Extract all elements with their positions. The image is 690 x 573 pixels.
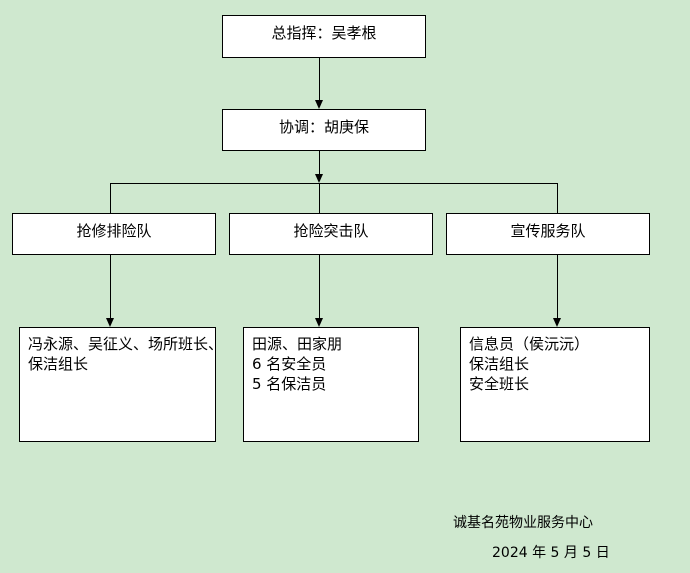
team-name-publicity: 宣传服务队 [510,222,586,240]
branch-drop-right [557,183,558,213]
branch-horizontal-line [110,183,558,184]
member-line: 保洁组长 [469,355,530,373]
footer-date: 2024 年 5 月 5 日 [492,545,610,561]
arrow-to-branch [315,174,323,183]
coordinator-label: 协调：胡庚保 [278,118,369,136]
connector-coordinator-branch [319,151,320,174]
commander-label: 总指挥：吴孝根 [271,24,377,42]
connector-publicity-members [557,255,558,318]
members-box-publicity: 信息员（侯沅沅） 保洁组长 安全班长 [460,327,650,442]
commander-box: 总指挥：吴孝根 [222,15,426,58]
team-box-rescue: 抢险突击队 [229,213,433,255]
member-line: 6 名安全员 [252,355,327,373]
arrow-to-publicity-members [553,318,561,327]
members-box-repair: 冯永源、吴征义、场所班长、 保洁组长 [19,327,224,442]
branch-drop-left [110,183,111,213]
connector-commander-coordinator [319,58,320,100]
team-name-repair: 抢修排险队 [76,222,152,240]
footer-organization: 诚基名苑物业服务中心 [453,515,593,531]
connector-repair-members [110,255,111,318]
team-name-rescue: 抢险突击队 [293,222,369,240]
branch-drop-middle [319,183,320,213]
member-line: 冯永源、吴征义、场所班长、 [28,335,224,353]
member-line: 5 名保洁员 [252,375,327,393]
member-line: 保洁组长 [28,355,89,373]
arrow-to-rescue-members [315,318,323,327]
coordinator-box: 协调：胡庚保 [222,109,426,151]
team-box-publicity: 宣传服务队 [446,213,650,255]
member-line: 田源、田家朋 [252,335,343,353]
member-line: 信息员（侯沅沅） [469,335,590,353]
member-line: 安全班长 [469,375,530,393]
team-box-repair: 抢修排险队 [12,213,216,255]
arrow-to-repair-members [106,318,114,327]
members-box-rescue: 田源、田家朋 6 名安全员 5 名保洁员 [243,327,419,442]
arrow-to-coordinator [315,100,323,109]
connector-rescue-members [319,255,320,318]
